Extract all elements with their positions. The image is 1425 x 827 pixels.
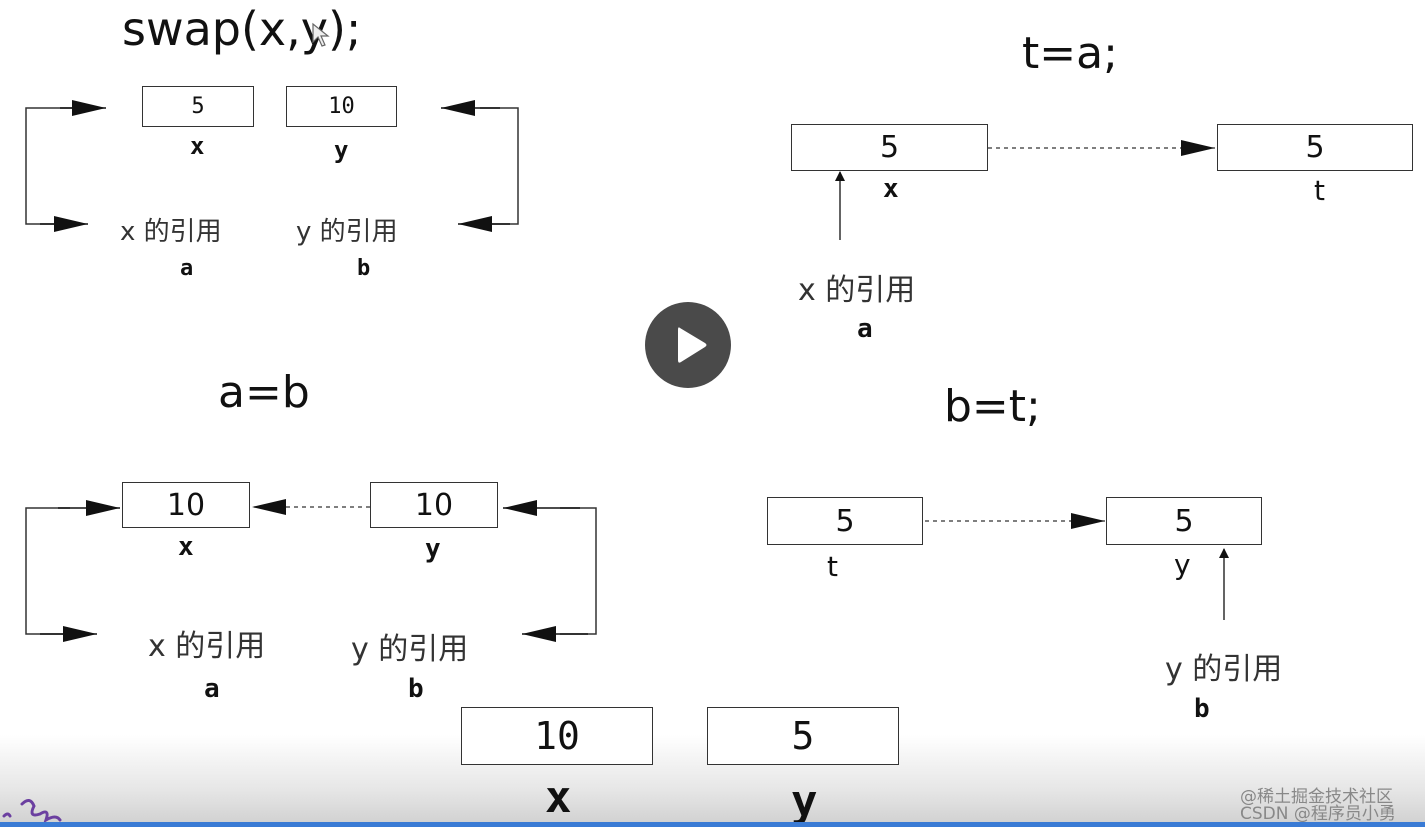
panel1-ref-b-name: b [357, 256, 371, 281]
mouse-cursor-icon [312, 22, 330, 47]
watermark-line1: @稀土掘金技术社区 [1240, 787, 1393, 807]
panel2-ref-text: x 的引用 [798, 273, 916, 308]
panel4-box-y: 5 [1106, 497, 1262, 545]
panel2-label-t: t [1314, 174, 1325, 207]
play-button[interactable] [645, 302, 731, 388]
panel3-box-x: 10 [122, 482, 250, 528]
watermark-line2: CSDN @程序员小勇 [1240, 804, 1396, 824]
panel1-label-x: x [190, 132, 205, 160]
result-label-y: y [791, 776, 818, 827]
panel4-title: b=t; [944, 381, 1041, 432]
panel1-right-bracket [441, 100, 519, 232]
panel2-ref-name: a [857, 314, 873, 344]
panel2-box-t: 5 [1217, 124, 1413, 171]
panel1-label-y: y [334, 136, 349, 164]
panel3-label-y: y [425, 534, 441, 564]
panel3-title: a=b [218, 367, 310, 418]
panel3-ref-a-text: x 的引用 [148, 629, 266, 664]
panel1-ref-a-text: x 的引用 [120, 217, 222, 247]
result-label-x: x [545, 772, 572, 823]
panel3-ref-a-name: a [204, 674, 220, 704]
panel4-label-y: y [1174, 548, 1191, 581]
panel3-ref-b-text: y 的引用 [351, 632, 469, 667]
panel1-title: swap(x,y); [122, 2, 362, 56]
signature-mark [2, 799, 62, 824]
panel1-left-bracket [25, 100, 106, 232]
panel3-label-x: x [178, 532, 194, 562]
panel1-ref-b-text: y 的引用 [296, 217, 398, 247]
panel2-title: t=a; [1022, 28, 1118, 79]
play-icon [678, 327, 707, 363]
panel4-box-t: 5 [767, 497, 923, 545]
panel4-label-t: t [827, 550, 838, 583]
panel3-left-bracket [25, 500, 120, 642]
panel2-box-x: 5 [791, 124, 988, 171]
result-box-y: 5 [707, 707, 899, 765]
result-box-x: 10 [461, 707, 653, 765]
panel3-right-bracket [503, 500, 597, 642]
panel1-box-x: 5 [142, 86, 254, 127]
panel1-box-y: 10 [286, 86, 397, 127]
panel2-label-x: x [883, 174, 899, 204]
video-progress-bar[interactable] [0, 822, 1425, 827]
panel3-box-y: 10 [370, 482, 498, 528]
panel4-ref-name: b [1194, 694, 1210, 724]
panel4-ref-text: y 的引用 [1165, 652, 1283, 687]
panel1-ref-a-name: a [180, 256, 194, 281]
panel3-ref-b-name: b [408, 674, 424, 704]
